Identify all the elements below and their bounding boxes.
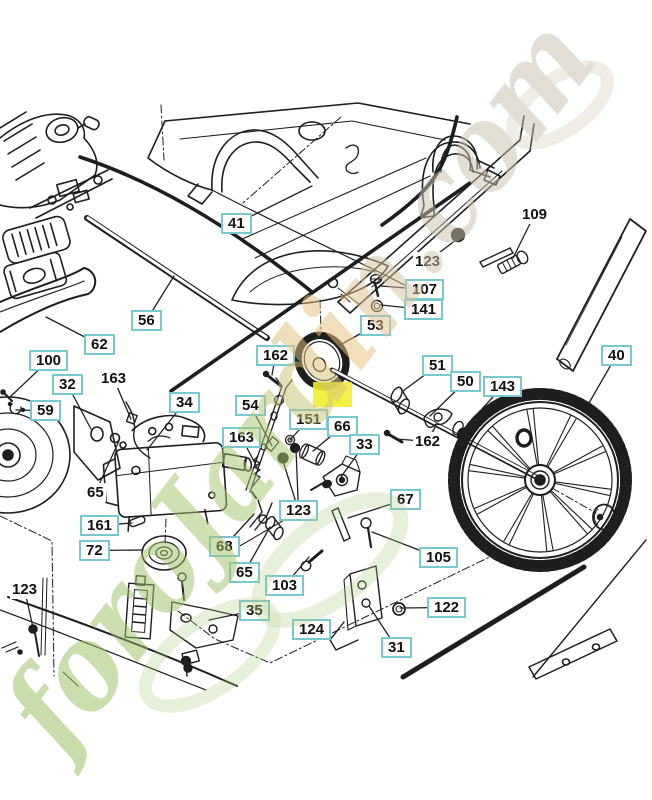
engine-illustration: [0, 112, 112, 300]
part-label-32: 32: [52, 374, 83, 395]
part-label-50: 50: [450, 371, 481, 392]
pin-100: [1, 390, 12, 401]
part-label-34: 34: [169, 392, 200, 413]
part-label-56: 56: [131, 310, 162, 331]
part-label-141: 141: [404, 299, 444, 320]
part-label-143: 143: [483, 376, 523, 397]
part-label-53: 53: [360, 315, 391, 336]
highlight-rect: [313, 382, 352, 407]
part-label-163: 163: [222, 427, 262, 448]
part-label-124: 124: [292, 619, 332, 640]
part-label-103: 103: [265, 575, 305, 596]
pulley-72: [142, 536, 186, 570]
part-label-41: 41: [221, 213, 252, 234]
part-label-65: 65: [85, 483, 106, 502]
part-label-162: 162: [413, 432, 443, 451]
axle-shaft: [332, 370, 536, 477]
part-label-66: 66: [327, 416, 358, 437]
part-label-54: 54: [235, 395, 266, 416]
rod-56: [87, 218, 267, 338]
part-label-105: 105: [419, 547, 459, 568]
handle-fasteners: [371, 229, 530, 312]
centerlines: [0, 105, 596, 676]
part-label-51: 51: [422, 355, 453, 376]
part-label-33: 33: [349, 434, 380, 455]
part-label-161: 161: [80, 515, 120, 536]
idler-parts: [238, 456, 360, 573]
part-label-162: 162: [256, 345, 296, 366]
part-label-123: 123: [10, 580, 40, 599]
drive-wheel: [454, 394, 626, 566]
part-label-123: 123: [279, 500, 319, 521]
part-label-68: 68: [209, 536, 240, 557]
part-label-67: 67: [390, 489, 421, 510]
part-label-123: 123: [413, 252, 443, 271]
control-cables: [80, 117, 470, 391]
blade-and-plate: [403, 540, 646, 679]
part-label-109: 109: [520, 205, 550, 224]
belt-62: [0, 268, 95, 332]
handle-arch-bracket: [433, 136, 500, 185]
part-label-31: 31: [381, 637, 412, 658]
part-label-122: 122: [427, 597, 467, 618]
cable-163-left: [126, 402, 150, 458]
part-label-62: 62: [84, 334, 115, 355]
hub-cap: [593, 505, 615, 530]
part-label-40: 40: [601, 345, 632, 366]
muffler-icon: [0, 215, 81, 300]
part-label-151: 151: [289, 409, 329, 430]
deck-bottom: [0, 578, 237, 690]
part-label-65: 65: [229, 562, 260, 583]
part-label-72: 72: [79, 540, 110, 561]
part-label-35: 35: [239, 600, 270, 621]
part-label-100: 100: [29, 350, 69, 371]
part-label-163: 163: [99, 369, 129, 388]
pin-161: [128, 515, 145, 527]
bottom-brackets: [125, 518, 405, 676]
lower-handle-channel: [338, 116, 534, 313]
handle-tube-40: [557, 219, 646, 371]
bracket-32: [74, 406, 126, 480]
part-label-107: 107: [405, 279, 445, 300]
part-label-59: 59: [30, 400, 61, 421]
